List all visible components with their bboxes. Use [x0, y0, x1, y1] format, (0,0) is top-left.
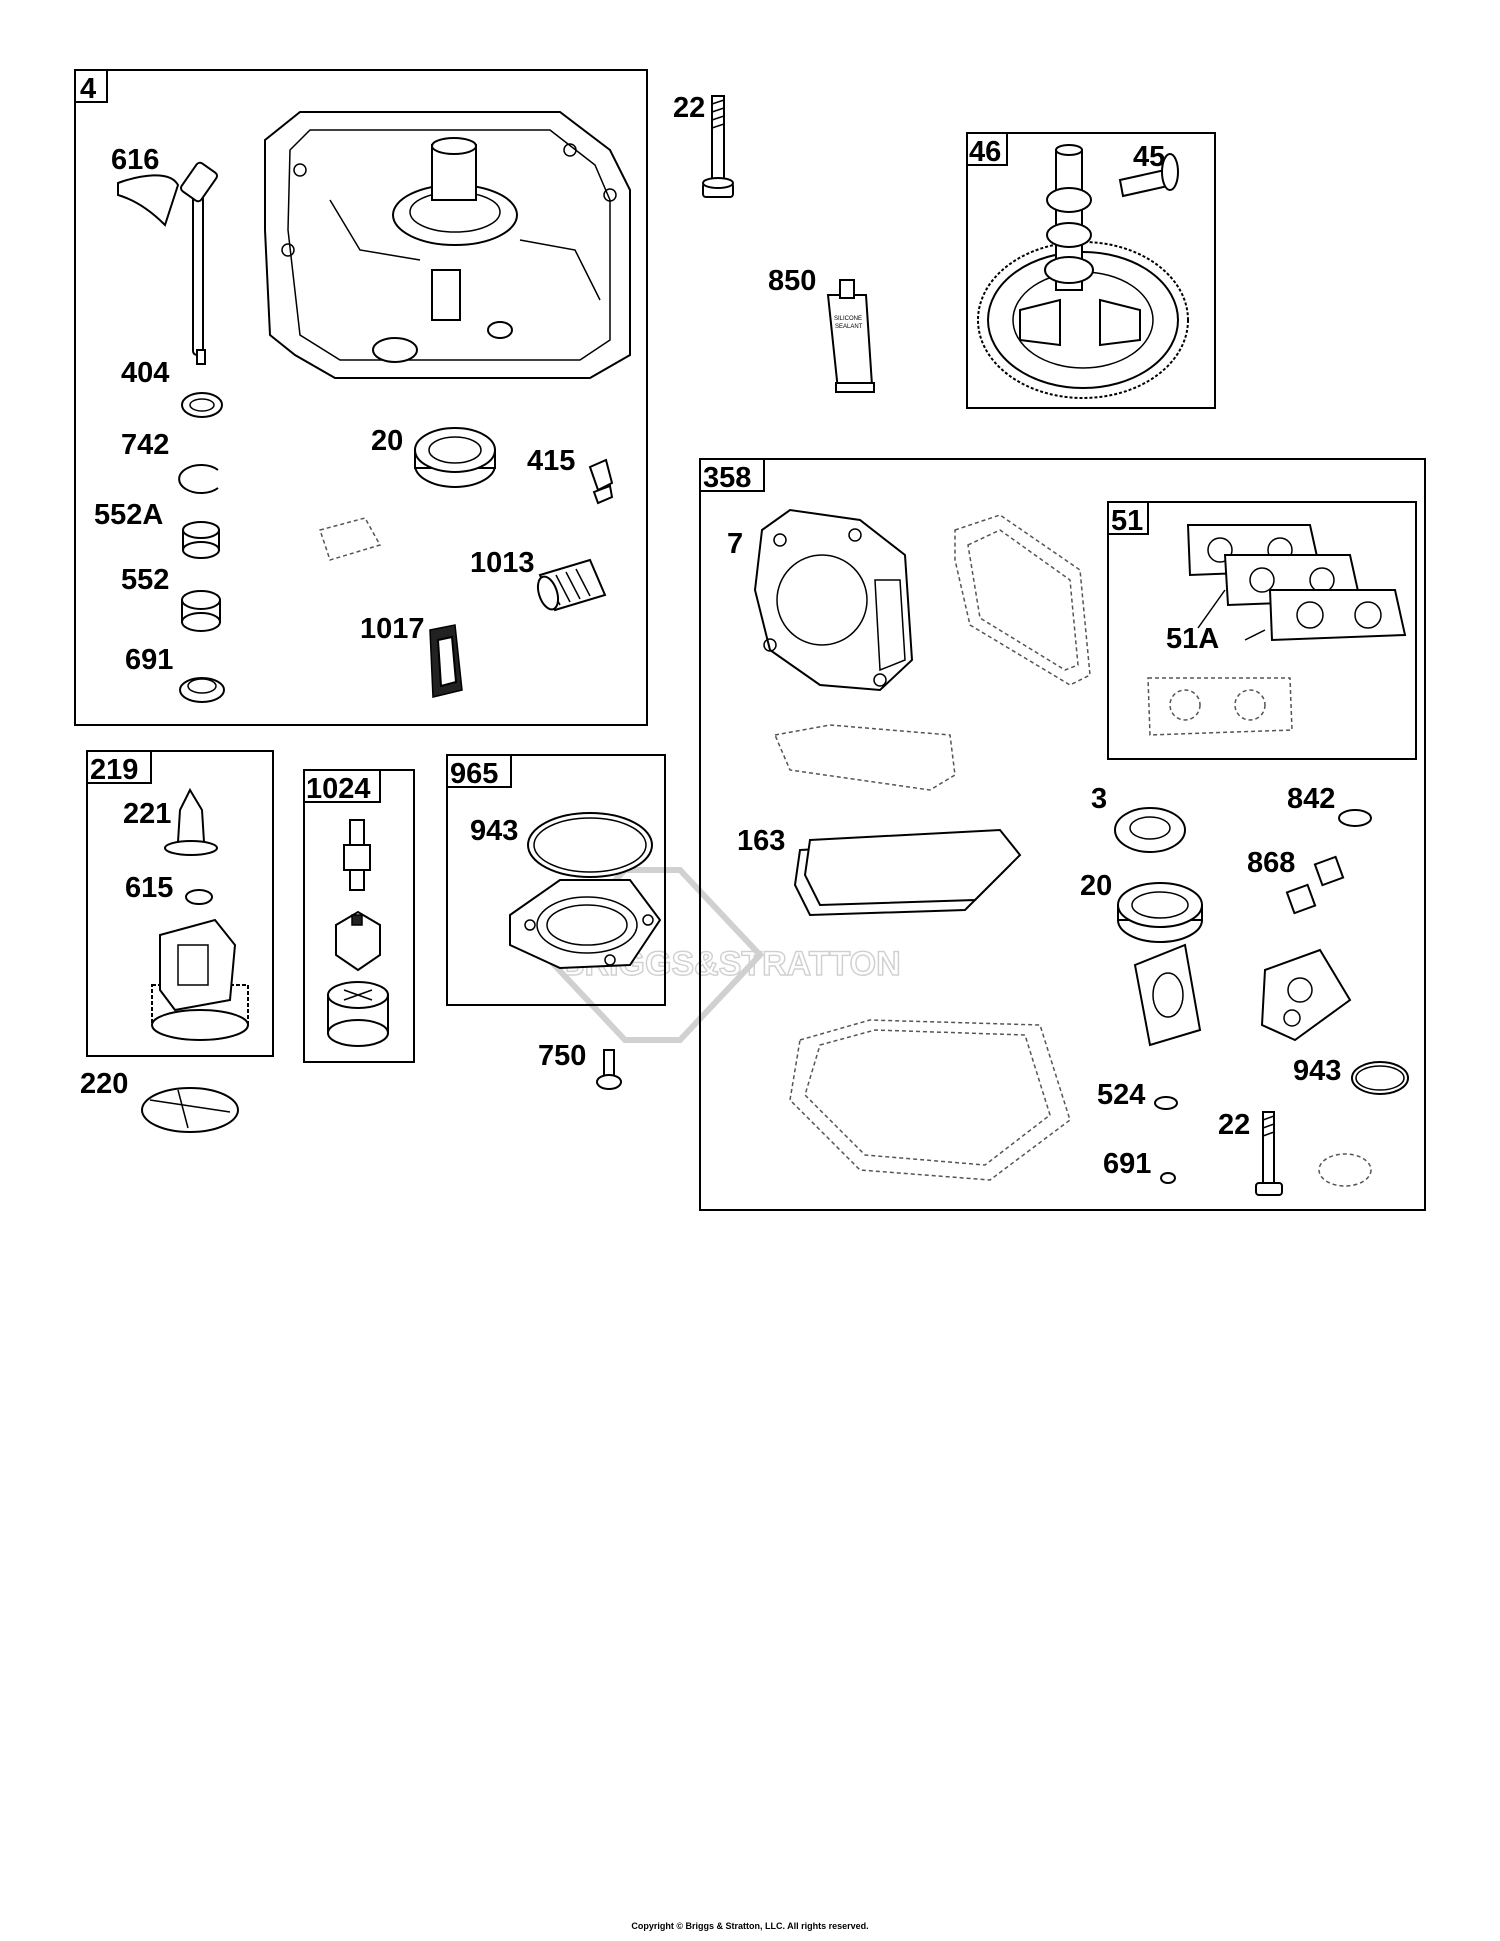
part-742-clip: [178, 464, 219, 494]
part-750-screw: [596, 1049, 622, 1090]
label-868: 868: [1247, 847, 1295, 879]
label-943-right: 943: [1293, 1055, 1341, 1087]
tube-text-2: SEALANT: [835, 324, 863, 330]
group-219: 219: [86, 750, 274, 1057]
part-524-washer: [1154, 1096, 1178, 1110]
group-4-label: 4: [80, 73, 96, 105]
group-51: 51: [1107, 501, 1417, 760]
label-51a: 51A: [1166, 623, 1219, 655]
part-965-pump-cover: [509, 879, 662, 970]
part-163-rocker-gasket: [793, 828, 1022, 917]
part-220-gear-half: [141, 1087, 239, 1133]
group-965-label: 965: [450, 758, 498, 790]
part-943-oring-top: [527, 812, 653, 878]
part-1024-pump-housing: [327, 981, 389, 1047]
part-868-caps: [1285, 855, 1345, 915]
group-358-label: 358: [703, 462, 751, 494]
label-20-top: 20: [371, 425, 403, 457]
part-sump-gasket-inner: [804, 1029, 1051, 1166]
part-221-governor-cup: [164, 787, 218, 856]
part-552a-bushing: [182, 521, 220, 559]
part-691-seal: [179, 677, 225, 703]
label-45: 45: [1133, 141, 1165, 173]
part-head-gasket-alt: [954, 514, 1091, 686]
part-415-plug: [588, 458, 614, 505]
part-943-oring-right: [1351, 1061, 1409, 1095]
label-20-right: 20: [1080, 870, 1112, 902]
label-3: 3: [1091, 783, 1107, 815]
label-552: 552: [121, 564, 169, 596]
label-616: 616: [111, 144, 159, 176]
part-20-oil-seal: [414, 427, 496, 488]
part-22-bolt-top: [702, 95, 734, 198]
label-552a: 552A: [94, 499, 163, 531]
part-3-seal: [1114, 807, 1186, 853]
label-163: 163: [737, 825, 785, 857]
part-hidden-plug: [319, 517, 382, 561]
group-965: 965: [446, 754, 666, 1006]
part-1017-bracket: [429, 624, 463, 698]
part-intake-adapter-2: [1260, 948, 1352, 1042]
part-51-gasket-dashed: [1147, 677, 1293, 736]
label-850: 850: [768, 265, 816, 297]
part-7-head-gasket: [753, 508, 914, 692]
part-22-bolt-right: [1255, 1111, 1283, 1196]
label-691-right: 691: [1103, 1148, 1151, 1180]
part-616-governor-shaft: [117, 161, 219, 365]
group-46-label: 46: [969, 136, 1001, 168]
label-404: 404: [121, 357, 169, 389]
label-220: 220: [80, 1068, 128, 1100]
part-842-ring: [1338, 809, 1372, 827]
group-1024-label: 1024: [306, 773, 371, 805]
label-1013: 1013: [470, 547, 535, 579]
label-691-left: 691: [125, 644, 173, 676]
part-sump-gasket: [789, 1019, 1071, 1181]
group-4: 4: [74, 69, 648, 726]
part-20-oil-seal-right: [1117, 882, 1203, 943]
group-358: 358: [699, 458, 1426, 1211]
part-1024-pump-shaft: [343, 819, 371, 891]
label-615: 615: [125, 872, 173, 904]
part-dashed-gasket-lower: [773, 724, 956, 791]
group-51-label: 51: [1111, 505, 1143, 537]
part-4-crankcase: [264, 111, 631, 379]
copyright-notice: Copyright © Briggs & Stratton, LLC. All …: [631, 1921, 869, 1931]
label-221: 221: [123, 798, 171, 830]
part-552-bushing: [181, 590, 221, 632]
group-1024: 1024: [303, 769, 415, 1063]
label-750: 750: [538, 1040, 586, 1072]
part-46-camshaft-gear: [977, 144, 1189, 399]
part-850-sealant-tube: SILICONE SEALANT: [826, 279, 875, 393]
group-46: 46: [966, 132, 1216, 409]
part-404-washer: [181, 392, 223, 418]
label-415: 415: [527, 445, 575, 477]
tube-text-1: SILICONE: [834, 316, 862, 322]
part-intake-adapter-1: [1133, 943, 1202, 1047]
label-22-top: 22: [673, 92, 705, 124]
label-524: 524: [1097, 1079, 1145, 1111]
part-dashed-oring: [1318, 1153, 1372, 1187]
label-742: 742: [121, 429, 169, 461]
part-219-governor-gear: [151, 918, 249, 1041]
part-45-tappet: [1118, 153, 1179, 198]
label-943-top: 943: [470, 815, 518, 847]
part-615-washer: [185, 889, 213, 905]
part-head-gasket-alt-inner: [967, 529, 1079, 671]
part-1024-pump-rotor: [335, 910, 381, 972]
group-219-label: 219: [90, 754, 138, 786]
label-22-right: 22: [1218, 1109, 1250, 1141]
part-691-small: [1160, 1172, 1176, 1184]
part-51a-intake-gaskets: [1186, 524, 1407, 642]
part-1013-spring: [536, 558, 607, 612]
label-842: 842: [1287, 783, 1335, 815]
label-7: 7: [727, 528, 743, 560]
label-1017: 1017: [360, 613, 425, 645]
